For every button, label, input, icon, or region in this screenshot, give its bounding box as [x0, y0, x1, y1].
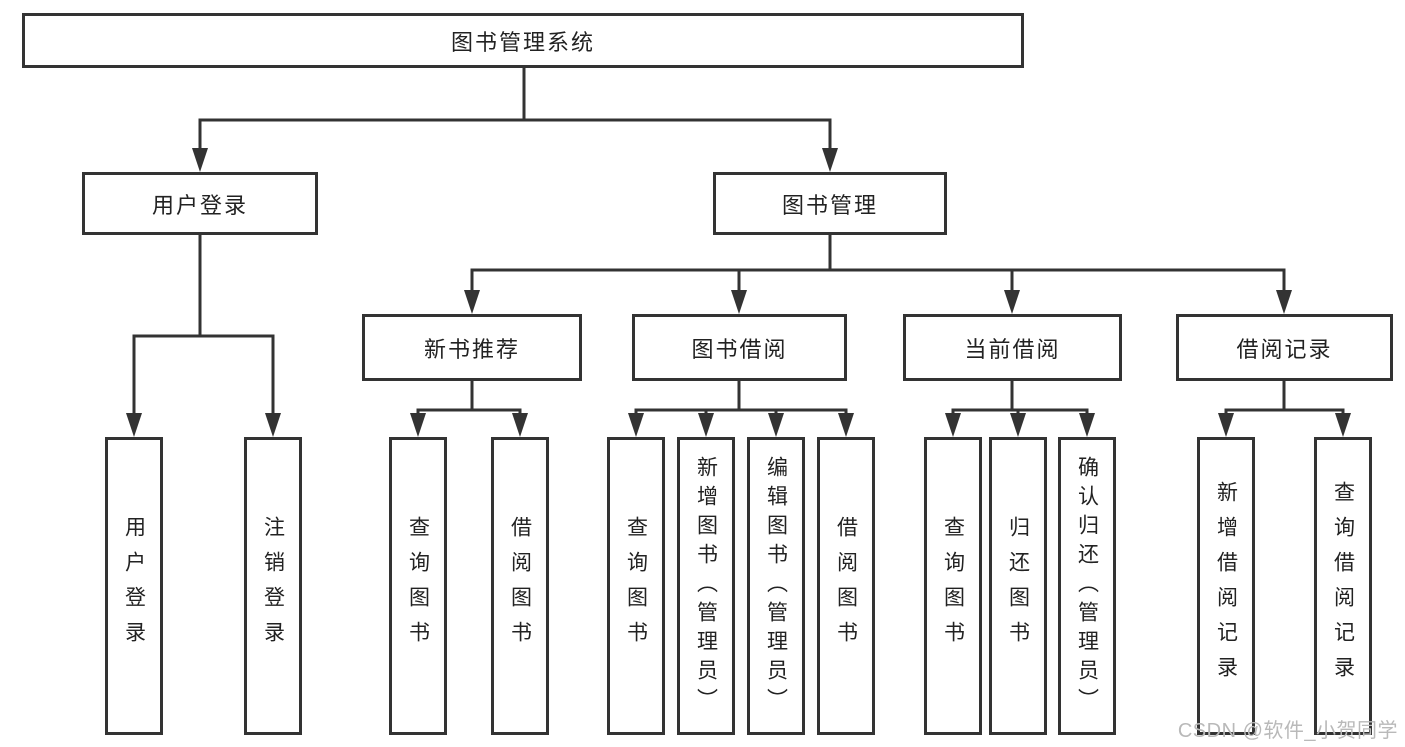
leaf-borrow-books-recommend-label: 借阅图书 — [508, 516, 532, 656]
node-root-label: 图书管理系统 — [450, 29, 595, 55]
node-current-borrowing: 当前借阅 — [903, 314, 1122, 381]
leaf-logout: 注销登录 — [244, 437, 302, 735]
node-book-borrowing: 图书借阅 — [632, 314, 847, 381]
leaf-query-books-borrowing: 查询图书 — [607, 437, 665, 735]
leaf-query-borrow-record: 查询借阅记录 — [1314, 437, 1372, 735]
leaf-borrow-books-recommend: 借阅图书 — [491, 437, 549, 735]
node-user-login-label: 用户登录 — [151, 192, 248, 218]
leaf-add-borrow-record-label: 新增借阅记录 — [1214, 481, 1238, 691]
node-user-login: 用户登录 — [82, 172, 318, 235]
leaf-query-borrow-record-label: 查询借阅记录 — [1331, 481, 1355, 691]
leaf-logout-label: 注销登录 — [261, 516, 285, 656]
leaf-query-books-current-label: 查询图书 — [941, 516, 965, 656]
leaf-user-login: 用户登录 — [105, 437, 163, 735]
watermark: CSDN @软件_小贺同学 — [1177, 720, 1398, 742]
node-book-management: 图书管理 — [713, 172, 947, 235]
leaf-confirm-return-admin-label: 确认归还（管理员） — [1075, 455, 1099, 717]
node-root: 图书管理系统 — [22, 13, 1024, 68]
node-borrowing-records: 借阅记录 — [1176, 314, 1393, 381]
node-new-book-recommend: 新书推荐 — [362, 314, 582, 381]
node-book-management-label: 图书管理 — [781, 192, 878, 218]
node-current-borrowing-label: 当前借阅 — [964, 336, 1061, 362]
leaf-confirm-return-admin: 确认归还（管理员） — [1058, 437, 1116, 735]
node-borrowing-records-label: 借阅记录 — [1236, 336, 1333, 362]
leaf-edit-book-admin: 编辑图书（管理员） — [747, 437, 805, 735]
leaf-query-books-borrowing-label: 查询图书 — [624, 516, 648, 656]
leaf-borrow-books-borrowing: 借阅图书 — [817, 437, 875, 735]
leaf-query-books-recommend-label: 查询图书 — [406, 516, 430, 656]
leaf-return-books-label: 归还图书 — [1006, 516, 1030, 656]
leaf-edit-book-admin-label: 编辑图书（管理员） — [764, 455, 788, 717]
connector-arrows — [126, 148, 1351, 437]
leaf-add-borrow-record: 新增借阅记录 — [1197, 437, 1255, 735]
leaf-return-books: 归还图书 — [989, 437, 1047, 735]
leaf-query-books-current: 查询图书 — [924, 437, 982, 735]
leaf-add-book-admin-label: 新增图书（管理员） — [694, 455, 718, 717]
leaf-add-book-admin: 新增图书（管理员） — [677, 437, 735, 735]
leaf-borrow-books-borrowing-label: 借阅图书 — [834, 516, 858, 656]
leaf-query-books-recommend: 查询图书 — [389, 437, 447, 735]
node-new-book-recommend-label: 新书推荐 — [423, 336, 520, 362]
connector-lines — [132, 68, 1345, 415]
leaf-user-login-label: 用户登录 — [122, 516, 146, 656]
node-book-borrowing-label: 图书借阅 — [691, 336, 788, 362]
